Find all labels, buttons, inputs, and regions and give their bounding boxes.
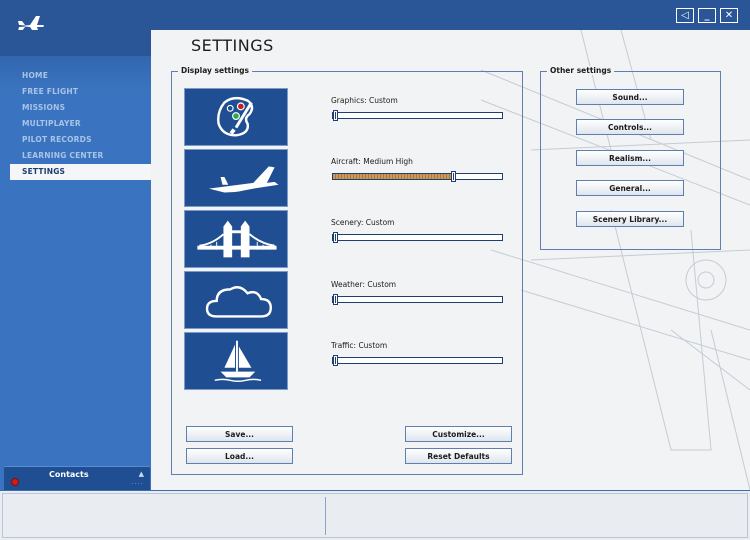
weather-slider[interactable] [332, 294, 503, 305]
customize-button[interactable]: Customize... [405, 426, 512, 442]
airplane-icon [208, 166, 279, 193]
traffic-label: Traffic: Custom [331, 341, 388, 350]
weather-tile [184, 271, 288, 329]
traffic-slider[interactable] [332, 355, 503, 366]
sidebar-item-pilot-records[interactable]: PILOT RECORDS [22, 135, 92, 144]
graphics-label: Graphics: Custom [331, 96, 398, 105]
sidebar-item-missions[interactable]: MISSIONS [22, 103, 66, 112]
controls-button[interactable]: Controls... [576, 119, 684, 135]
scenery-slider-thumb[interactable] [333, 232, 338, 243]
general-button[interactable]: General... [576, 180, 684, 196]
weather-slider-thumb[interactable] [333, 294, 338, 305]
display-settings-group: Display settings [171, 66, 523, 475]
graphics-slider[interactable] [332, 110, 503, 121]
back-icon[interactable]: ◁ [676, 8, 694, 23]
sidebar-nav: HOME FREE FLIGHT MISSIONS MULTIPLAYER PI… [10, 68, 151, 180]
bridge-icon [197, 220, 277, 258]
traffic-tile [184, 332, 288, 390]
other-settings-group: Other settings Sound... Controls... Real… [540, 66, 721, 250]
page-title: SETTINGS [191, 36, 274, 55]
other-settings-label: Other settings [547, 66, 615, 75]
aircraft-label: Aircraft: Medium High [331, 157, 413, 166]
scenery-slider[interactable] [332, 232, 503, 243]
grip-icon: ···· [131, 480, 144, 488]
weather-label: Weather: Custom [331, 280, 397, 289]
expand-arrow-icon[interactable]: ▲ [138, 470, 144, 478]
palette-icon [217, 96, 254, 137]
aircraft-slider[interactable] [332, 171, 503, 182]
scenery-library-button[interactable]: Scenery Library... [576, 211, 684, 227]
sidebar-item-multiplayer[interactable]: MULTIPLAYER [22, 119, 81, 128]
title-bar: ◁ _ ✕ [0, 0, 750, 36]
scenery-label: Scenery: Custom [331, 218, 395, 227]
status-dot-icon [11, 478, 19, 486]
realism-button[interactable]: Realism... [576, 150, 684, 166]
graphics-tile [184, 88, 288, 146]
sidebar: HOME FREE FLIGHT MISSIONS MULTIPLAYER PI… [0, 30, 151, 490]
close-icon[interactable]: ✕ [720, 8, 738, 23]
display-settings-label: Display settings [178, 66, 252, 75]
sidebar-item-learning-center[interactable]: LEARNING CENTER [22, 151, 104, 160]
minimize-icon[interactable]: _ [698, 8, 716, 23]
contacts-panel[interactable]: Contacts ▲ ···· [4, 466, 150, 490]
sidebar-item-settings[interactable]: SETTINGS [10, 164, 151, 180]
contacts-label: Contacts [49, 470, 89, 479]
bottom-bar-panel [2, 493, 748, 538]
cloud-icon [205, 286, 272, 318]
aircraft-slider-fill [333, 174, 455, 179]
main-content: SETTINGS Display settings [151, 30, 750, 490]
aircraft-tile [184, 149, 288, 207]
traffic-slider-thumb[interactable] [333, 355, 338, 366]
save-button[interactable]: Save... [186, 426, 293, 442]
sidebar-item-free-flight[interactable]: FREE FLIGHT [22, 87, 79, 96]
load-button[interactable]: Load... [186, 448, 293, 464]
aircraft-slider-thumb[interactable] [451, 171, 456, 182]
sailboat-icon [214, 340, 262, 382]
sound-button[interactable]: Sound... [576, 89, 684, 105]
graphics-slider-thumb[interactable] [333, 110, 338, 121]
reset-defaults-button[interactable]: Reset Defaults [405, 448, 512, 464]
sidebar-item-home[interactable]: HOME [22, 71, 49, 80]
bottom-bar-divider [325, 497, 326, 535]
scenery-tile [184, 210, 288, 268]
bottom-bar [0, 490, 750, 540]
